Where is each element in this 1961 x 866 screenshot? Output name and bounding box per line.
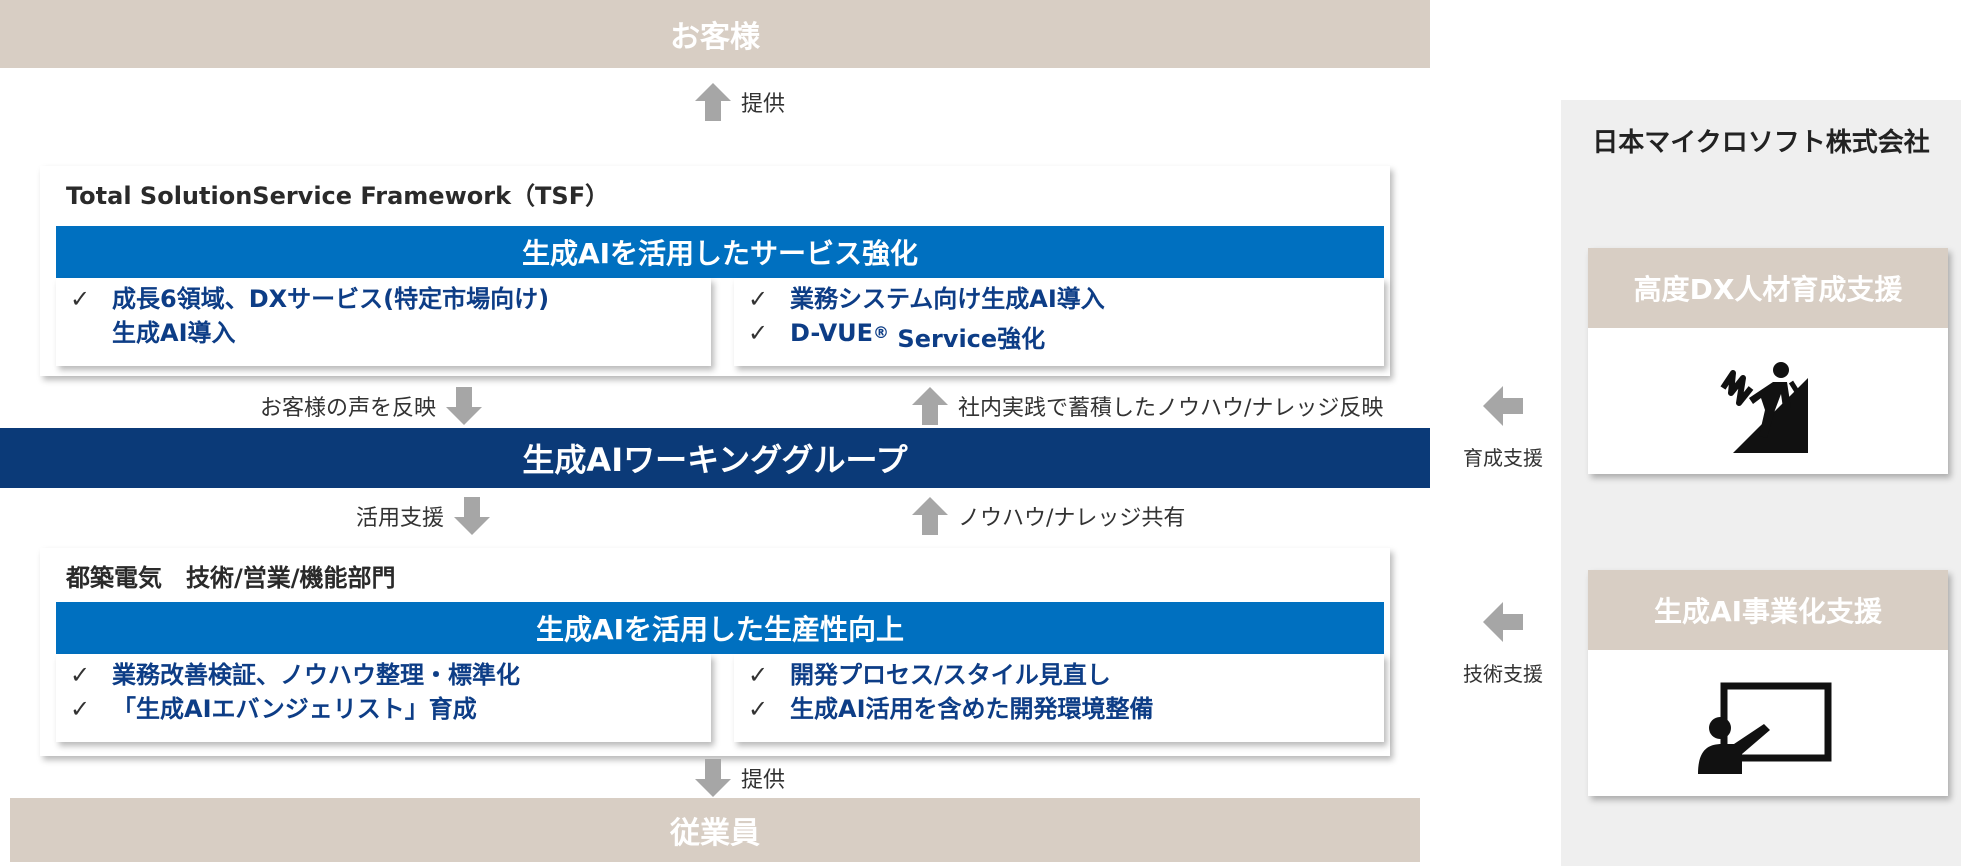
usage-support-arrow: 活用支援	[356, 494, 492, 538]
tsf-title: Total SolutionService Framework（TSF）	[66, 182, 610, 210]
ai-business-card: 生成AI事業化支援	[1588, 570, 1948, 796]
reflect-voice-arrow: お客様の声を反映	[260, 384, 484, 428]
working-group-bar: 生成AIワーキンググループ	[0, 428, 1430, 488]
usage-support-label: 活用支援	[356, 506, 445, 531]
knowhow-reflect-arrow: 社内実践で蓄積したノウハウ/ナレッジ反映	[910, 384, 1383, 428]
check-icon: ✓	[70, 695, 91, 723]
down-arrow-icon	[454, 497, 491, 535]
customer-band: お客様	[0, 0, 1430, 68]
dept-right-box: ✓ 開発プロセス/スタイル見直し ✓ 生成AI活用を含めた開発環境整備	[734, 654, 1384, 742]
reflect-voice-label: お客様の声を反映	[260, 396, 437, 421]
knowhow-share-arrow: ノウハウ/ナレッジ共有	[910, 494, 1185, 538]
check-icon: ✓	[70, 285, 91, 313]
up-arrow-icon	[912, 497, 948, 535]
up-arrow-icon	[695, 83, 731, 121]
down-arrow-icon	[695, 759, 731, 797]
provide-arrow-bottom: 提供	[693, 756, 785, 800]
check-icon: ✓	[748, 661, 769, 689]
tsf-left-box: ✓ 成長6領域、DXサービス(特定市場向け) 生成AI導入	[56, 278, 711, 366]
dept-right-item-2: ✓ 生成AI活用を含めた開発環境整備	[748, 692, 1384, 726]
presenter-board-icon	[1698, 682, 1832, 774]
tsf-panel: Total SolutionService Framework（TSF） 生成A…	[40, 166, 1390, 376]
dept-left-box: ✓ 業務改善検証、ノウハウ整理・標準化 ✓ 「生成AIエバンジェリスト」育成	[56, 654, 711, 742]
check-icon: ✓	[748, 695, 769, 723]
training-support: 育成支援	[1448, 384, 1558, 471]
tsf-left-item-1-cont: 生成AI導入	[112, 319, 236, 347]
tech-support: 技術支援	[1448, 600, 1558, 687]
tsf-right-item-2: ✓ D-VUE® Service強化	[748, 316, 1384, 356]
up-arrow-icon	[912, 387, 948, 425]
dept-left-item-1: ✓ 業務改善検証、ノウハウ整理・標準化	[70, 658, 711, 692]
left-arrow-icon	[1483, 602, 1523, 642]
dx-training-card: 高度DX人材育成支援	[1588, 248, 1948, 474]
knowhow-share-label: ノウハウ/ナレッジ共有	[958, 506, 1186, 531]
provide-label-top: 提供	[741, 92, 786, 117]
microsoft-company-name: 日本マイクロソフト株式会社	[1592, 128, 1930, 158]
training-support-label: 育成支援	[1463, 446, 1543, 470]
down-arrow-icon	[446, 387, 483, 425]
check-icon: ✓	[748, 319, 769, 347]
tech-support-label: 技術支援	[1463, 662, 1543, 686]
mountain-climber-icon	[1720, 362, 1808, 453]
left-arrow-icon	[1483, 386, 1523, 426]
tsf-service-bar: 生成AIを活用したサービス強化	[56, 226, 1384, 278]
check-icon: ✓	[748, 285, 769, 313]
provide-label-bottom: 提供	[741, 768, 786, 793]
dept-panel: 都築電気 技術/営業/機能部門 生成AIを活用した生産性向上 ✓ 業務改善検証、…	[40, 548, 1390, 756]
ai-business-title: 生成AI事業化支援	[1588, 570, 1948, 650]
dept-productivity-bar: 生成AIを活用した生産性向上	[56, 602, 1384, 654]
check-icon: ✓	[70, 661, 91, 689]
dept-right-item-1: ✓ 開発プロセス/スタイル見直し	[748, 658, 1384, 692]
provide-arrow-top: 提供	[693, 78, 785, 126]
dept-left-item-2: ✓ 「生成AIエバンジェリスト」育成	[70, 692, 711, 726]
dx-training-title: 高度DX人材育成支援	[1588, 248, 1948, 328]
knowhow-reflect-label: 社内実践で蓄積したノウハウ/ナレッジ反映	[958, 396, 1384, 421]
tsf-right-box: ✓ 業務システム向け生成AI導入 ✓ D-VUE® Service強化	[734, 278, 1384, 366]
dept-title: 都築電気 技術/営業/機能部門	[66, 564, 396, 592]
employee-band: 従業員	[10, 798, 1420, 862]
tsf-left-item-1: ✓ 成長6領域、DXサービス(特定市場向け)	[70, 282, 711, 316]
tsf-right-item-1: ✓ 業務システム向け生成AI導入	[748, 282, 1384, 316]
